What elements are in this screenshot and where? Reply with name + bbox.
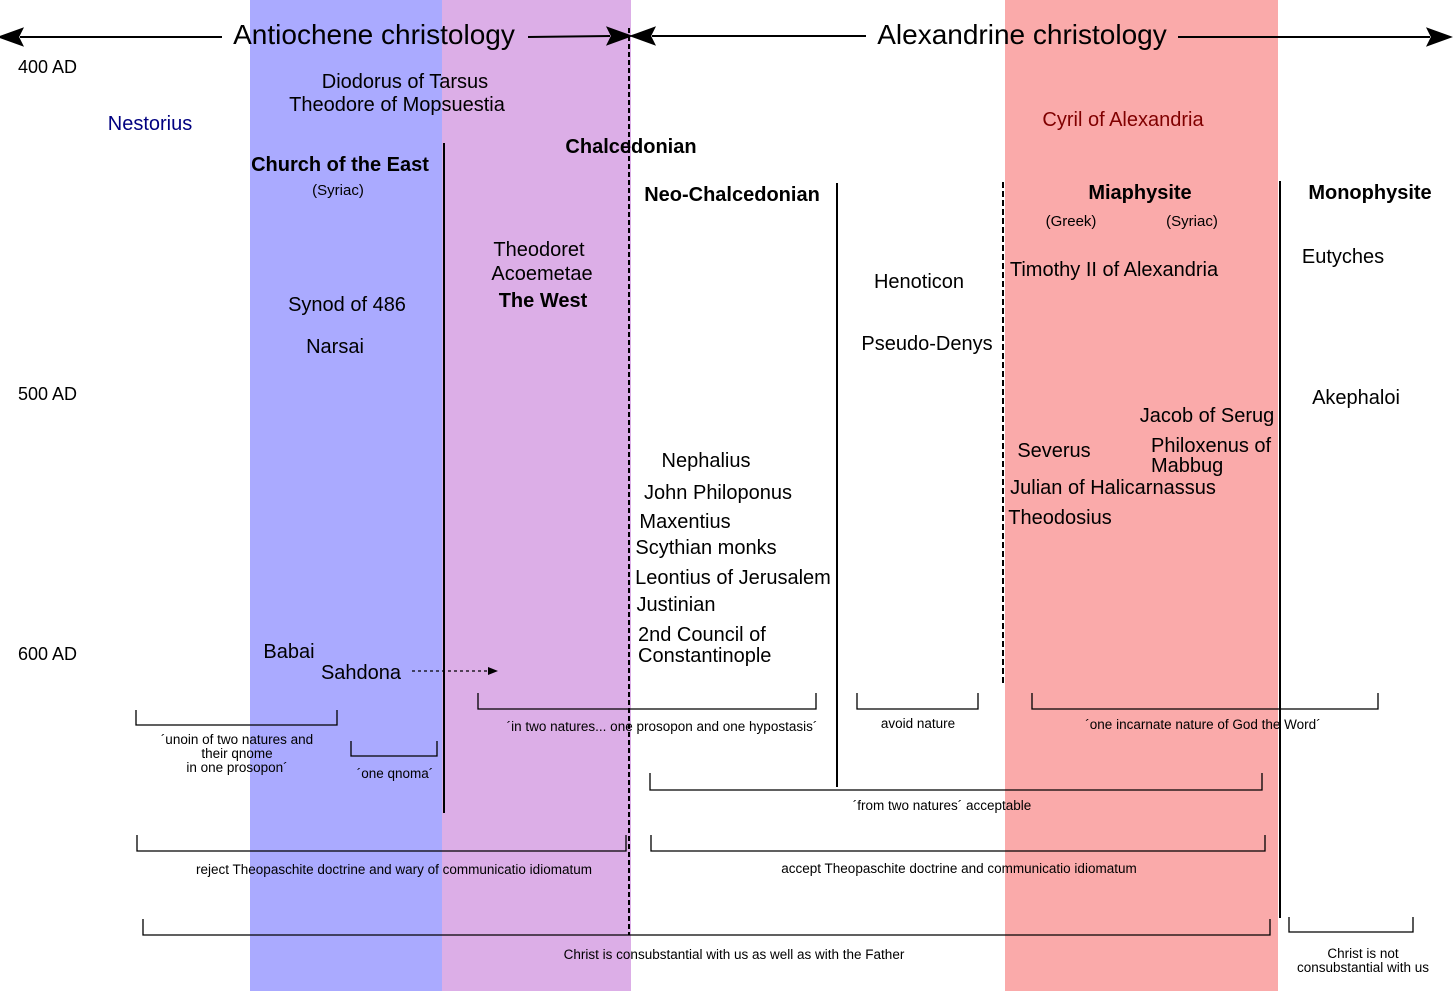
miaphysite-band [1005,0,1278,991]
person-council-2: Constantinople [638,645,771,667]
person-justinian: Justinian [637,594,716,616]
formula-accept-theo: accept Theopaschite doctrine and communi… [781,861,1136,876]
formula-consubstantial: Christ is consubstantial with us as well… [564,947,905,962]
person-julian: Julian of Halicarnassus [1010,477,1216,499]
person-timothy: Timothy II of Alexandria [1010,259,1219,281]
person-narsai: Narsai [306,336,364,358]
group-miaphysite-greek: (Greek) [1046,213,1097,230]
formula-avoid-nature: avoid nature [881,716,955,731]
bracket-union [135,710,338,726]
bracket-from-two [649,773,1263,791]
antiochene-title: Antiochene christology [233,19,515,50]
formula-union-1: ´unoin of two natures and [161,732,313,747]
group-church-of-east-lang: (Syriac) [312,182,364,199]
group-church-of-east: Church of the East [251,154,429,176]
bracket-one-qnoma [350,741,438,757]
formula-reject-theo: reject Theopaschite doctrine and wary of… [196,862,592,877]
person-henoticon: Henoticon [874,271,964,293]
bracket-consubstantial [142,919,1271,936]
person-theodoret: Theodoret [493,239,585,261]
formula-two-natures: ´in two natures... one prosopon and one … [507,719,818,734]
bracket-not-consubstantial [1288,917,1414,933]
group-monophysite: Monophysite [1308,182,1431,204]
formula-one-qnoma: ´one qnoma´ [357,766,434,781]
person-theodore: Theodore of Mopsuestia [289,94,506,116]
person-philoponus: John Philoponus [644,482,792,504]
brackets [135,693,1414,936]
year-500: 500 AD [18,384,77,404]
person-scythian: Scythian monks [635,537,776,559]
person-theodosius: Theodosius [1008,507,1111,529]
formula-union-2: their qnome [201,746,272,761]
group-neo-chalcedonian: Neo-Chalcedonian [644,184,820,206]
person-diodorus: Diodorus of Tarsus [322,71,488,93]
chalcedonian-west-band [442,0,631,991]
person-jacob: Jacob of Serug [1140,405,1275,427]
year-600: 600 AD [18,644,77,664]
bracket-accept-theo [650,835,1266,852]
person-acoemetae: Acoemetae [491,263,592,285]
person-synod-486: Synod of 486 [288,294,406,316]
bracket-reject-theo [136,835,627,852]
person-leontius: Leontius of Jerusalem [635,567,831,589]
person-severus: Severus [1017,440,1090,462]
person-eutyches: Eutyches [1302,246,1384,268]
alexandrine-title: Alexandrine christology [877,19,1167,50]
person-philoxenus-2: Mabbug [1151,455,1223,477]
person-maxentius: Maxentius [639,511,730,533]
bracket-one-nature [1031,693,1379,710]
bracket-avoid-nature [856,693,979,710]
group-miaphysite: Miaphysite [1088,182,1191,204]
group-chalcedonian: Chalcedonian [565,136,696,158]
person-council-1: 2nd Council of [638,624,766,646]
formula-from-two: ´from two natures´ acceptable [853,798,1032,813]
formula-union-3: in one prosopon´ [186,760,287,775]
person-pseudo-denys: Pseudo-Denys [861,333,992,355]
group-the-west: The West [499,290,588,312]
group-miaphysite-syriac: (Syriac) [1166,213,1218,230]
person-babai: Babai [263,641,314,663]
person-sahdona: Sahdona [321,662,402,684]
person-akephaloi: Akephaloi [1312,387,1400,409]
formula-not-consub-2: consubstantial with us [1297,960,1429,975]
bracket-two-natures [477,693,817,710]
year-400: 400 AD [18,57,77,77]
formula-one-nature: ´one incarnate nature of God the Word´ [1085,717,1320,732]
person-nestorius: Nestorius [108,113,192,135]
person-nephalius: Nephalius [662,450,751,472]
antiochene-band [250,0,442,991]
person-cyril: Cyril of Alexandria [1042,109,1204,131]
header-arrows [0,26,1453,47]
person-philoxenus-1: Philoxenus of [1151,435,1272,457]
formula-not-consub-1: Christ is not [1327,946,1399,961]
divider-lines [443,28,1281,935]
